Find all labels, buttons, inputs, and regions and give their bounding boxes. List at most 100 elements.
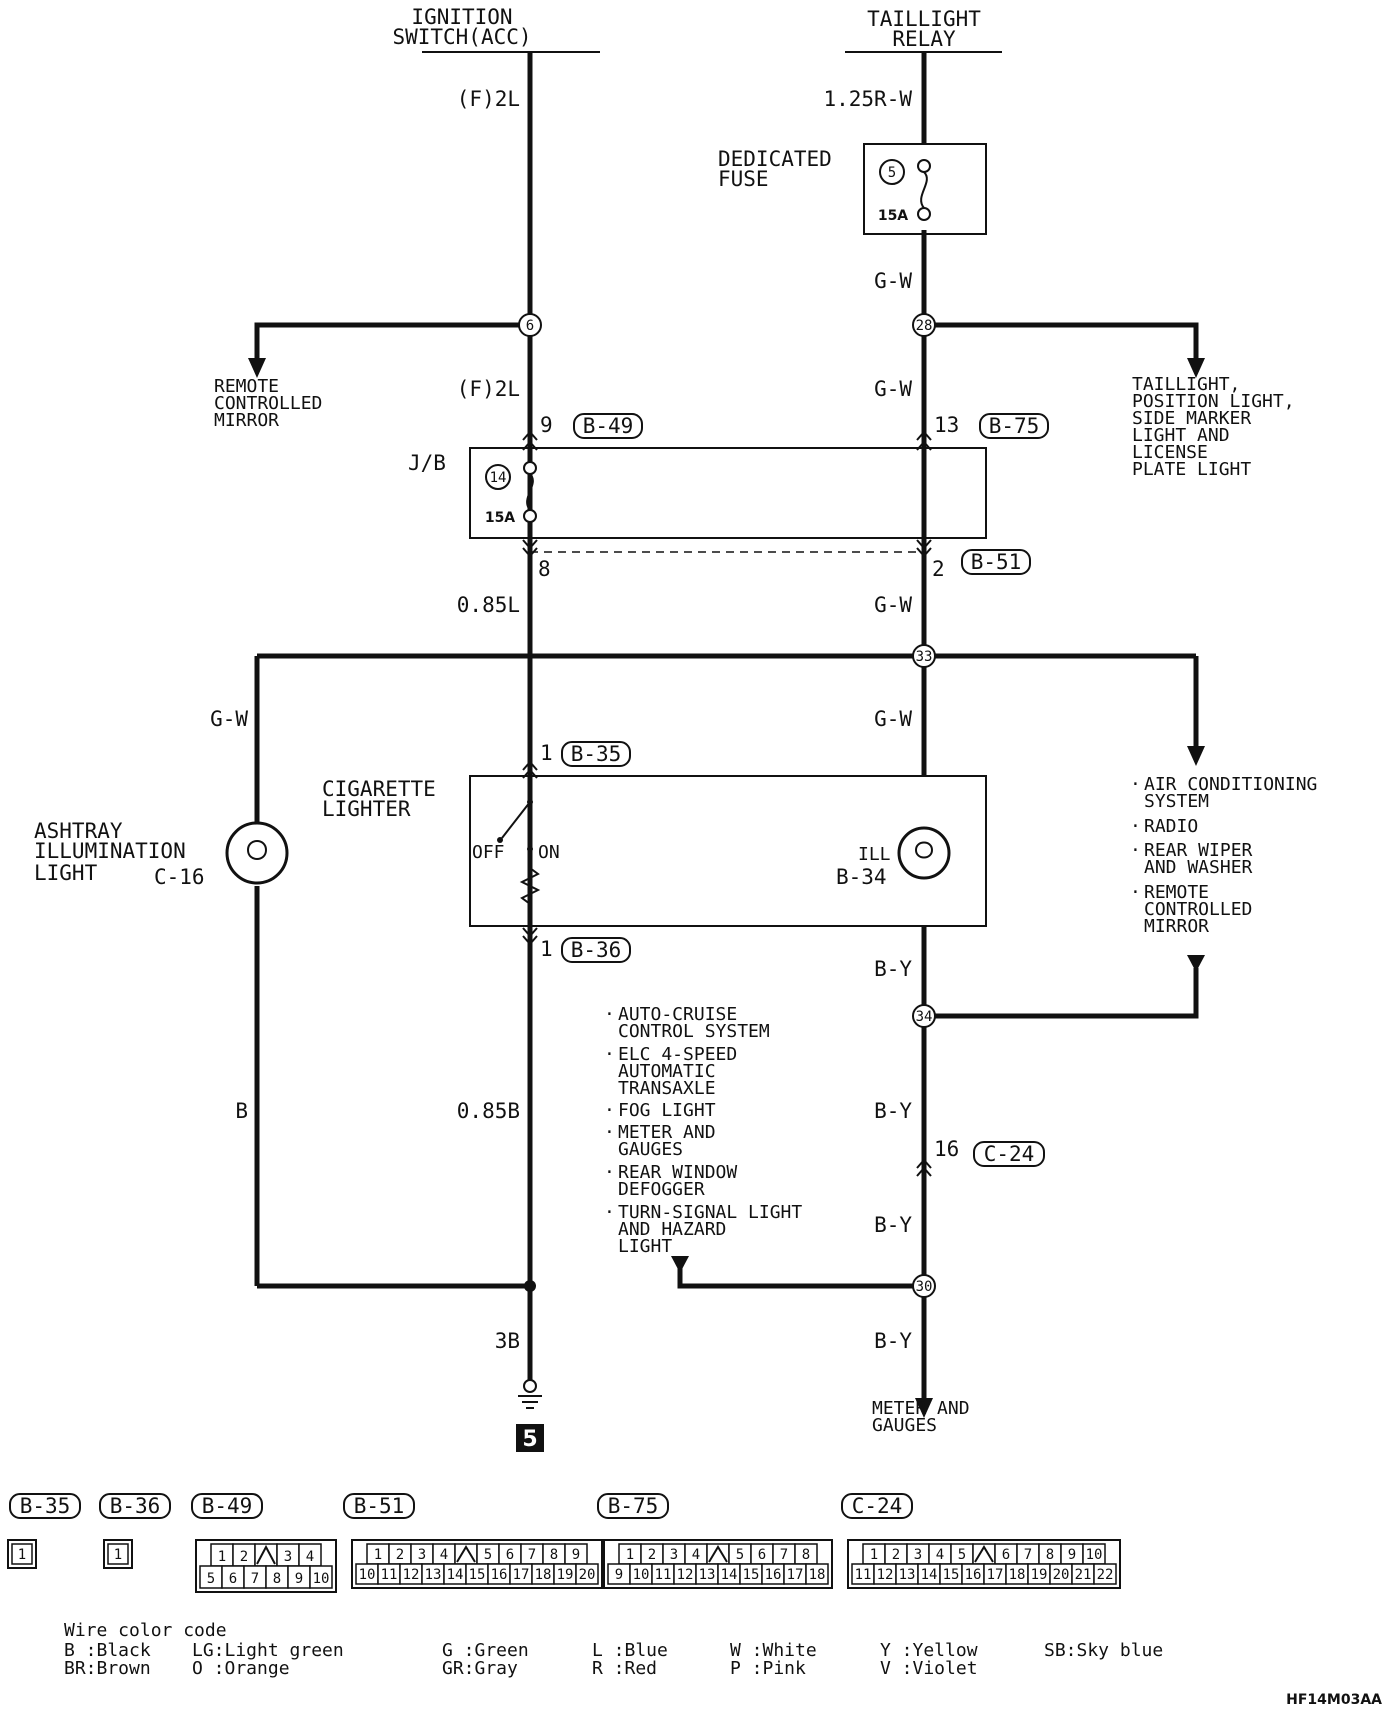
meter-gauges-label: METER AND GAUGES (872, 1398, 970, 1436)
svg-text:REMOTE: REMOTE (1144, 882, 1209, 903)
svg-text:·: · (1130, 816, 1141, 837)
branch-30 (671, 1256, 924, 1289)
connector-pin-number: 9 (1068, 1547, 1076, 1563)
svg-text:METER AND: METER AND (618, 1122, 716, 1143)
connector-pin-number: 12 (403, 1567, 420, 1583)
connector-pin-number: 8 (550, 1547, 558, 1563)
middle-destination-list: · AUTO-CRUISE CONTROL SYSTEM · ELC 4-SPE… (604, 1004, 802, 1257)
connector-view-label: B-49 (202, 1494, 253, 1518)
wire-label: G-W (874, 593, 912, 617)
svg-text:DEDICATED: DEDICATED (718, 147, 832, 171)
bus-33 (257, 653, 1205, 766)
connector-pin-number: 6 (758, 1547, 766, 1563)
connector-pin-number: 6 (1002, 1547, 1010, 1563)
svg-text:·: · (604, 1122, 615, 1143)
connector-pin-number: 7 (528, 1547, 536, 1563)
connector-pin-number: 8 (273, 1571, 281, 1587)
connector-view-label: C-24 (852, 1494, 903, 1518)
connector-pin-number: 14 (921, 1567, 938, 1583)
svg-text:33: 33 (916, 649, 933, 665)
svg-text:CONTROLLED: CONTROLLED (214, 393, 322, 414)
wire-label: G-W (874, 269, 912, 293)
svg-text:TURN-SIGNAL LIGHT: TURN-SIGNAL LIGHT (618, 1202, 802, 1223)
svg-text:SB:Sky blue: SB:Sky blue (1044, 1640, 1163, 1661)
connector-pin-number: 4 (936, 1547, 944, 1563)
dedicated-fuse-label: DEDICATED FUSE (718, 147, 832, 191)
svg-text:SYSTEM: SYSTEM (1144, 791, 1209, 812)
branch-remote-mirror (248, 322, 530, 378)
svg-text:RELAY: RELAY (892, 27, 956, 51)
svg-text:CONTROLLED: CONTROLLED (1144, 899, 1252, 920)
connector-pin-number: 21 (1075, 1567, 1092, 1583)
connector-pin-number: 10 (633, 1567, 650, 1583)
connector-pin-number: 3 (914, 1547, 922, 1563)
svg-text:P :Pink: P :Pink (730, 1658, 806, 1679)
svg-text:O :Orange: O :Orange (192, 1658, 290, 1679)
ashtray-bulb (225, 821, 289, 885)
dedicated-fuse: 5 15A (863, 143, 987, 235)
svg-text:METER AND: METER AND (872, 1398, 970, 1419)
svg-text:AUTO-CRUISE: AUTO-CRUISE (618, 1004, 737, 1025)
figure-code: HF14M03AA (1286, 1692, 1382, 1708)
connector-pin-number: 15 (469, 1567, 486, 1583)
connector-tag-b36-frame (561, 937, 631, 963)
connector-pin-number: 20 (1053, 1567, 1070, 1583)
pin-number: 13 (934, 413, 959, 437)
connector-pin-number: 11 (855, 1567, 872, 1583)
connector-pin-number: 3 (418, 1547, 426, 1563)
off-label: OFF (472, 842, 505, 863)
ill-bulb (897, 826, 951, 880)
on-label: ON (538, 842, 560, 863)
connector-pin-number: 5 (958, 1547, 966, 1563)
connector-pin-number: 3 (670, 1547, 678, 1563)
connector-pin-number: 12 (877, 1567, 894, 1583)
right-destination-list: · AIR CONDITIONING SYSTEM · RADIO · REAR… (1130, 774, 1317, 937)
svg-text:MIRROR: MIRROR (214, 410, 279, 431)
svg-text:·: · (1130, 882, 1141, 903)
svg-text:·: · (604, 1100, 615, 1121)
svg-text:15A: 15A (878, 208, 908, 224)
connector-pin (1093, 1563, 1117, 1585)
pin-number: 1 (540, 937, 553, 961)
svg-text:·: · (604, 1004, 615, 1025)
ill-label: ILL (858, 844, 891, 865)
svg-text:·: · (1130, 840, 1141, 861)
pin-number: 1 (540, 741, 553, 765)
connector-pin-number: 7 (251, 1571, 259, 1587)
svg-text:MIRROR: MIRROR (1144, 916, 1209, 937)
connector-pin-number: 9 (572, 1547, 580, 1563)
connector-pin-number: 9 (295, 1571, 303, 1587)
svg-text:IGNITION: IGNITION (411, 5, 512, 29)
pin-number: 8 (538, 557, 551, 581)
wire-label: B-Y (874, 1099, 912, 1123)
connector-pin-number: 9 (615, 1567, 623, 1583)
wire-label: 0.85B (457, 1099, 520, 1123)
jb-label: J/B (408, 451, 446, 475)
svg-text:LIGHT: LIGHT (618, 1236, 672, 1257)
connector-pin-number: 18 (809, 1567, 826, 1583)
b34-label: B-34 (836, 865, 887, 889)
connector-pin-number: 8 (1046, 1547, 1054, 1563)
connector-tag-b36: B-36 (571, 938, 622, 962)
connector-pin-number: 13 (699, 1567, 716, 1583)
svg-text:GAUGES: GAUGES (618, 1139, 683, 1160)
connector-pin-number: 16 (491, 1567, 508, 1583)
connector-pin-number: 5 (736, 1547, 744, 1563)
cigarette-lighter-box (469, 775, 987, 927)
connector-pin-number: 2 (240, 1549, 248, 1565)
svg-text:CIGARETTE: CIGARETTE (322, 777, 436, 801)
wire-label: G-W (874, 377, 912, 401)
svg-text:SWITCH(ACC): SWITCH(ACC) (392, 25, 531, 49)
connector-pin-number: 4 (692, 1547, 700, 1563)
connector-tag-b75-frame (979, 413, 1049, 439)
connector-pin-number: 1 (870, 1547, 878, 1563)
wire-label: G-W (210, 707, 248, 731)
wire-label: B-Y (874, 1329, 912, 1353)
connector-view-b-35: B-351 (7, 1493, 81, 1569)
taillight-destination-label: TAILLIGHT, POSITION LIGHT, SIDE MARKER L… (1132, 374, 1295, 480)
connector-pin-number: 15 (743, 1567, 760, 1583)
connector-pin-number: 1 (374, 1547, 382, 1563)
ground-splice-dot (524, 1280, 536, 1292)
